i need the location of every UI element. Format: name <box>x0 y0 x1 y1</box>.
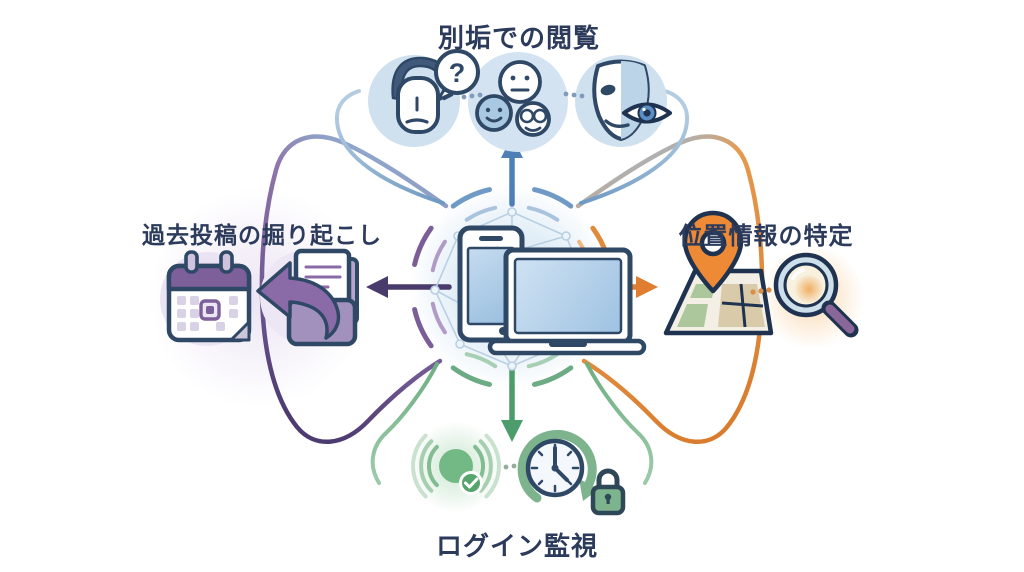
top-right-frame <box>579 89 689 205</box>
left-glow <box>148 188 368 408</box>
label-bottom: ログイン監視 <box>435 531 599 561</box>
signal-check-icon <box>411 433 501 499</box>
top-dots <box>461 91 585 100</box>
label-right: 位置情報の特定 <box>678 223 854 250</box>
label-left: 過去投稿の掘り起こし <box>142 222 382 248</box>
bottom-right-frame <box>585 362 654 485</box>
laptop-icon <box>487 247 647 356</box>
question-glyph: ? <box>449 58 466 88</box>
corner-connectors <box>259 89 765 485</box>
bottom-icon-group <box>411 429 626 516</box>
left-icon-group <box>160 248 359 347</box>
mask-eye-icon <box>592 59 672 141</box>
label-top: 別垢での閲覧 <box>437 23 601 53</box>
person-question-icon: ? <box>391 49 480 134</box>
arrow-down <box>501 367 523 442</box>
right-icon-group <box>663 210 859 338</box>
bottom-left-frame <box>370 362 439 485</box>
magnifying-glass-icon <box>773 252 859 338</box>
group-faces-icon <box>475 60 551 137</box>
documents-undo-icon <box>256 248 359 347</box>
calendar-icon <box>166 250 252 343</box>
top-icon-group: ? <box>368 49 672 152</box>
map-pin-icon <box>663 210 774 336</box>
clock-history-lock-icon <box>517 429 626 516</box>
top-left-frame <box>335 89 445 205</box>
